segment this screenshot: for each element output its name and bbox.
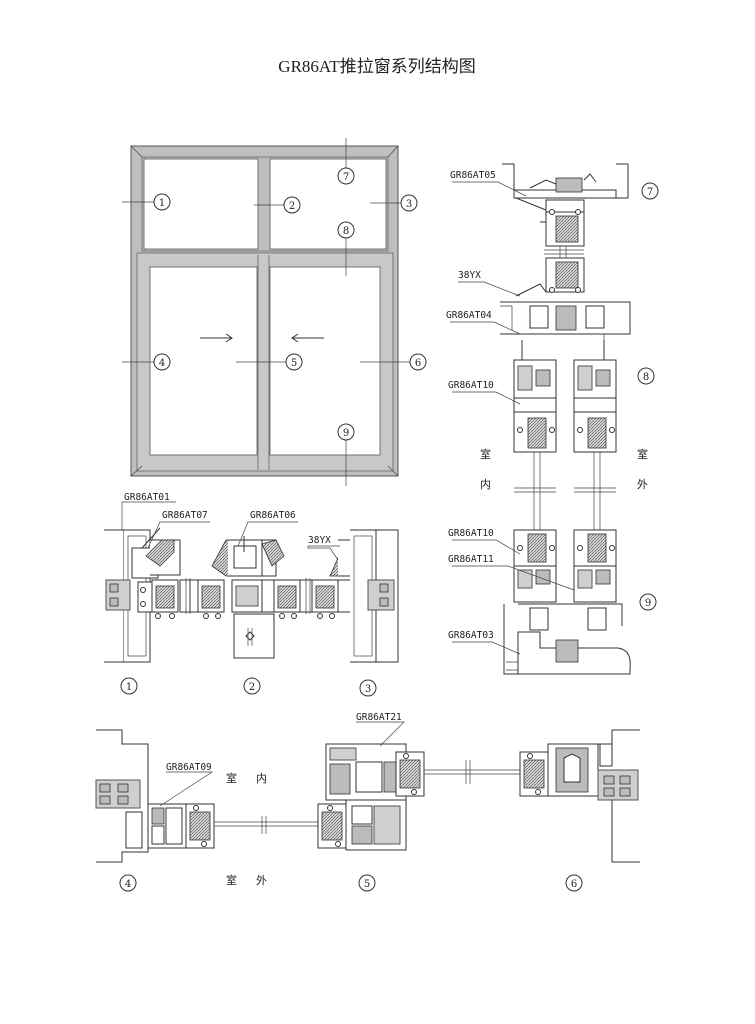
svg-text:9: 9: [645, 598, 651, 609]
marker-7: 7: [337, 167, 355, 185]
part-label-gr86at10-upper: GR86AT10: [448, 380, 494, 391]
marker-6: 6: [409, 353, 427, 371]
marker-3: 3: [400, 194, 418, 212]
svg-text:4: 4: [125, 879, 131, 890]
marker-8: 8: [337, 221, 355, 239]
section-marker-8: 8: [637, 367, 655, 385]
part-label-gr86at09: GR86AT09: [166, 762, 212, 773]
svg-text:8: 8: [343, 226, 349, 237]
part-label-gr86at06: GR86AT06: [250, 510, 296, 521]
part-label-38yx: 38YX: [308, 535, 331, 546]
svg-text:7: 7: [647, 187, 653, 198]
outside-label-2: 外: [637, 478, 648, 491]
outside-label-bottom-1: 室: [226, 873, 237, 887]
part-label-gr86at11: GR86AT11: [448, 554, 494, 565]
section-4-5-6: GR86AT21 GR86AT09 室 内 室 外 4 5 6: [95, 712, 640, 892]
outside-label-bottom-2: 外: [256, 874, 267, 887]
svg-text:6: 6: [571, 879, 577, 890]
marker-4: 4: [153, 353, 171, 371]
part-label-gr86at05: GR86AT05: [450, 170, 496, 181]
section-1-2-3: GR86AT01 GR86AT07 GR86AT06 38YX 1 2 3: [104, 492, 399, 697]
upper-right-light: [269, 158, 387, 250]
part-label-gr86at07: GR86AT07: [162, 510, 208, 521]
svg-text:1: 1: [159, 198, 165, 209]
part-label-gr86at03: GR86AT03: [448, 630, 494, 641]
inside-label-bottom-2: 内: [256, 771, 267, 785]
part-label-38yx-vertical: 38YX: [458, 270, 481, 281]
svg-text:1: 1: [126, 682, 132, 693]
left-sash-glass: [149, 266, 258, 456]
svg-text:4: 4: [159, 358, 165, 369]
svg-text:2: 2: [249, 682, 255, 693]
right-sash-glass: [269, 266, 381, 456]
svg-text:5: 5: [291, 358, 297, 369]
slide-left-arrow-icon: [291, 333, 324, 343]
part-label-gr86at21: GR86AT21: [356, 712, 402, 723]
marker-5: 5: [285, 353, 303, 371]
inside-label-2: 内: [480, 477, 491, 491]
upper-left-light: [143, 158, 259, 250]
section-marker-5: 5: [358, 874, 376, 892]
part-label-gr86at01: GR86AT01: [124, 492, 170, 503]
section-marker-6: 6: [565, 874, 583, 892]
inside-label-1: 室: [480, 447, 491, 461]
marker-2: 2: [283, 196, 301, 214]
svg-text:7: 7: [343, 172, 349, 183]
slide-right-arrow-icon: [200, 333, 233, 343]
window-elevation: 1 2 3 7 8 4 5 6: [122, 138, 427, 486]
marker-1: 1: [153, 193, 171, 211]
page-title: GR86AT推拉窗系列结构图: [278, 57, 475, 76]
vertical-section-7-8-9: GR86AT05 38YX GR86AT04 GR86AT10 GR86AT10…: [446, 163, 659, 675]
section-marker-9: 9: [639, 593, 657, 611]
svg-text:2: 2: [289, 201, 295, 212]
outside-label-1: 室: [637, 447, 648, 461]
svg-text:9: 9: [343, 428, 349, 439]
section-marker-4: 4: [119, 874, 137, 892]
section-marker-3: 3: [359, 679, 377, 697]
inside-label-bottom-1: 室: [226, 771, 237, 785]
part-label-gr86at04: GR86AT04: [446, 310, 492, 321]
svg-text:5: 5: [364, 879, 370, 890]
svg-text:6: 6: [415, 358, 421, 369]
svg-text:3: 3: [365, 684, 371, 695]
section-marker-2: 2: [243, 677, 261, 695]
svg-text:8: 8: [643, 372, 649, 383]
marker-9: 9: [337, 423, 355, 441]
section-marker-7: 7: [641, 182, 659, 200]
part-label-gr86at10-lower: GR86AT10: [448, 528, 494, 539]
section-marker-1: 1: [120, 677, 138, 695]
svg-text:3: 3: [406, 199, 412, 210]
